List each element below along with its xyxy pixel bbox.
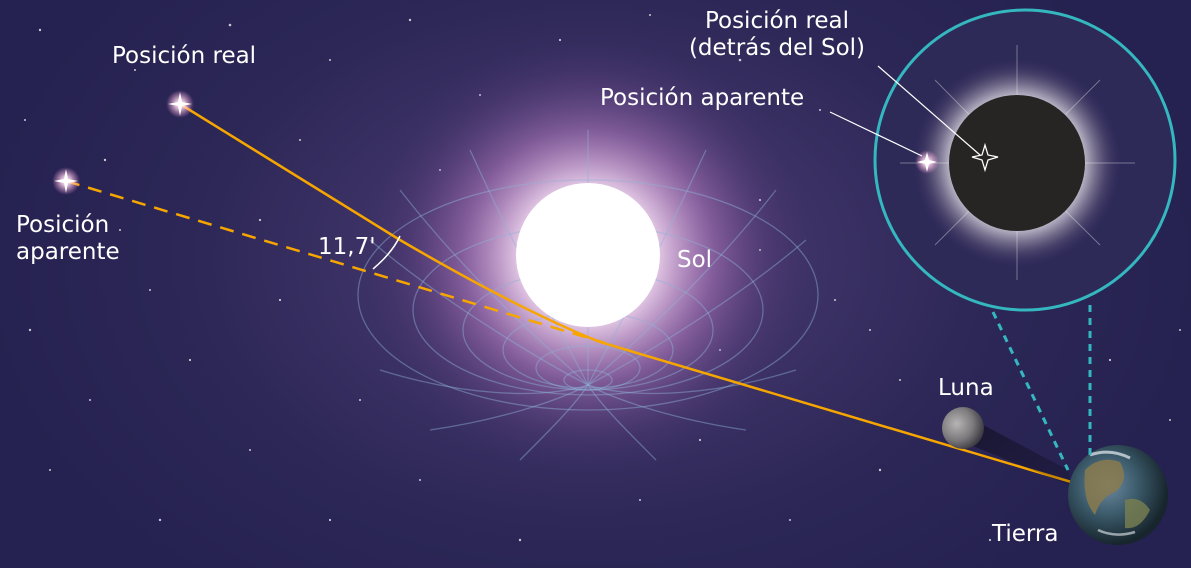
label-apparent-line1: Posición [16,212,110,238]
label-apparent-position: Posición aparente [16,212,120,266]
label-angle: 11,7' [318,234,376,260]
inset-ring [873,8,1177,312]
apparent-light-path [65,179,606,345]
label-real-position: Posición real [112,43,257,69]
inset-label-real-line1: Posición real [704,8,850,34]
angle-arc [372,235,401,270]
eclipse-inset [829,8,1177,312]
label-sun: Sol [677,247,713,273]
apparent-position-star [52,167,80,195]
real-light-path [179,102,1079,486]
moon-shadow [955,410,1072,486]
inset-label-real-line2: (detrás del Sol) [688,35,866,61]
inset-apparent-star-icon [917,152,937,172]
label-earth: Tierra [992,521,1059,547]
moon-disk [949,95,1085,231]
pointer-real [877,65,981,156]
light-paths [65,102,1079,486]
label-moon: Luna [938,375,994,401]
earth [1068,445,1168,545]
inset-label-real-position: Posición real (detrás del Sol) [682,8,872,62]
sun [516,183,660,327]
real-position-star [166,90,194,118]
label-apparent-line2: aparente [16,239,120,265]
inset-connector-left [991,311,1070,471]
hidden-star-icon [971,142,999,173]
moon [942,407,984,449]
inset-label-apparent-position: Posición aparente [600,85,805,111]
pointer-apparent [829,111,923,157]
